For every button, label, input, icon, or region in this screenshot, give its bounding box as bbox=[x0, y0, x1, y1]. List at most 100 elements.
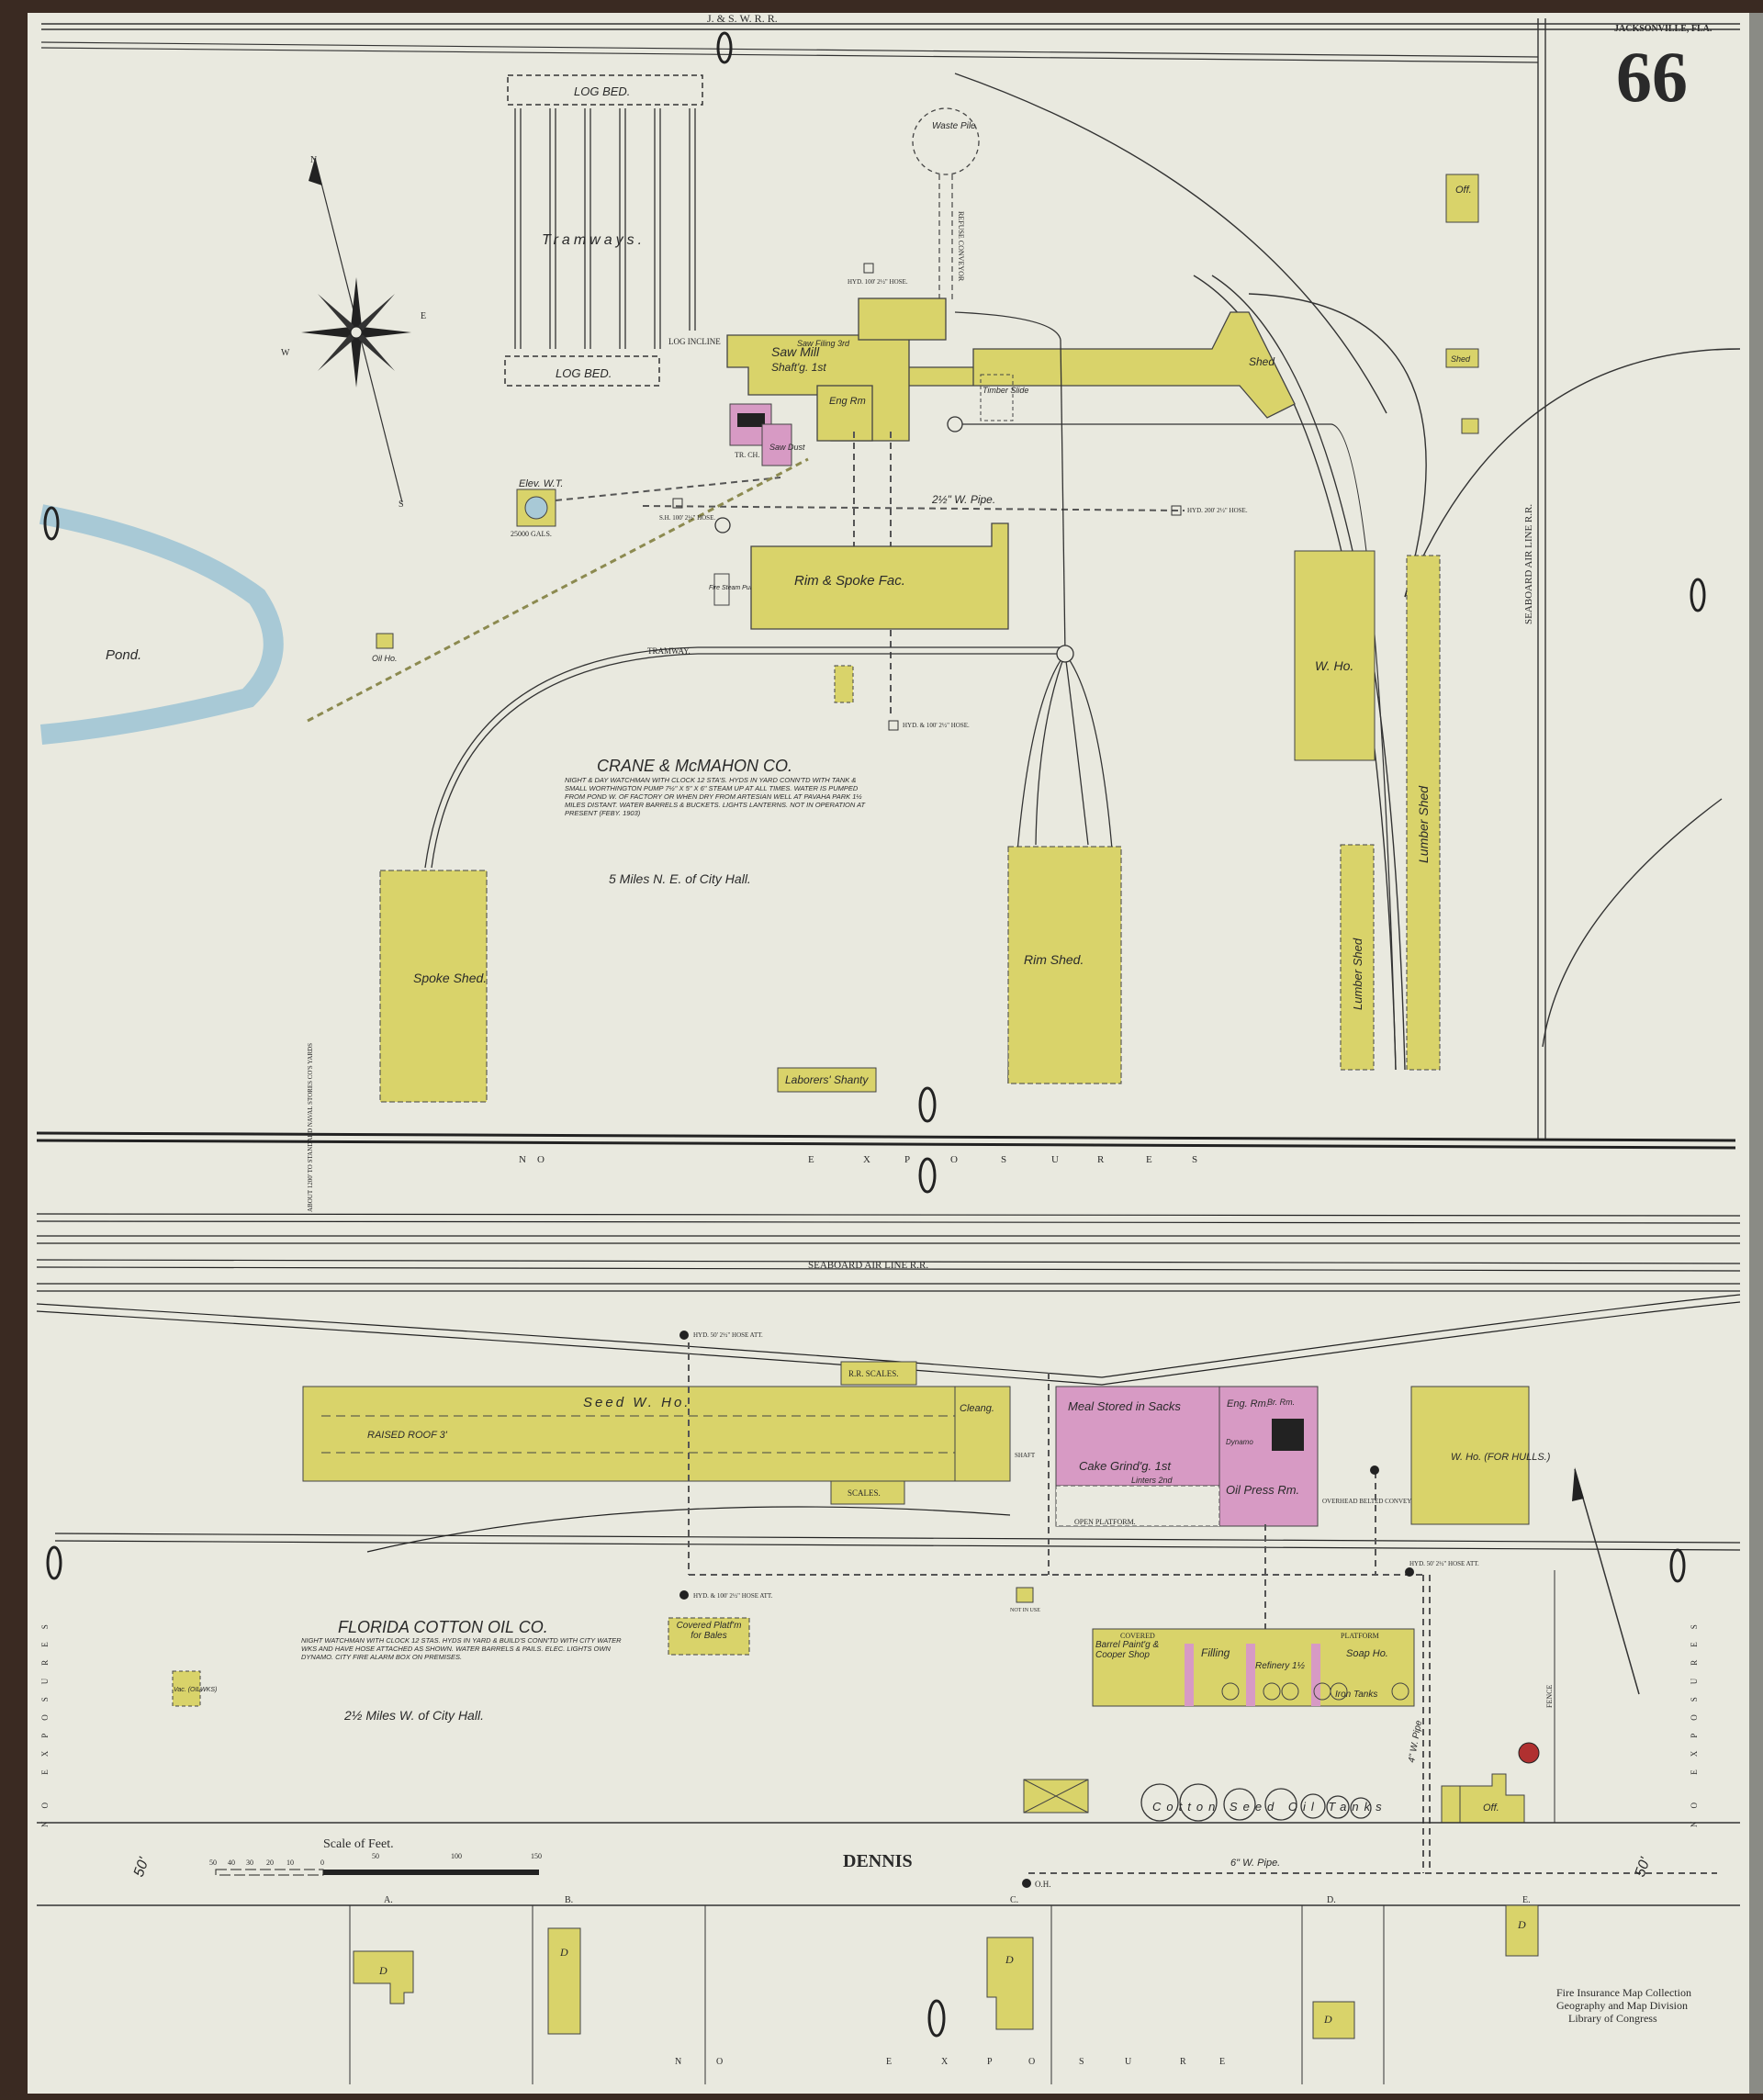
svg-text:D.: D. bbox=[1327, 1895, 1336, 1905]
bale-platform bbox=[668, 1617, 750, 1656]
pond-label: Pond. bbox=[106, 647, 141, 663]
svg-text:E: E bbox=[1219, 2057, 1225, 2067]
oil-press-label: Oil Press Rm. bbox=[1226, 1483, 1299, 1497]
oil-house bbox=[376, 633, 394, 649]
lower-distance: 2½ Miles W. of City Hall. bbox=[343, 1708, 484, 1723]
shed-label: Shed bbox=[1249, 355, 1275, 368]
svg-text:N: N bbox=[310, 155, 317, 165]
boiler bbox=[737, 413, 765, 427]
hydrant-label-4: S.H. 100' 2½" HOSE. bbox=[659, 514, 715, 522]
hydrant bbox=[888, 720, 899, 731]
iron-tanks-label: Iron Tanks bbox=[1335, 1690, 1377, 1700]
hydrant bbox=[672, 498, 683, 509]
svg-text:P: P bbox=[987, 2057, 993, 2067]
not-in-use-shed bbox=[1016, 1587, 1034, 1603]
svg-text:A.: A. bbox=[384, 1895, 393, 1905]
svg-text:U: U bbox=[1051, 1154, 1059, 1165]
refuse-conveyor-label: REFUSE CONVEYOR bbox=[957, 211, 965, 282]
rim-shed-label: Rim Shed. bbox=[1024, 952, 1084, 967]
svg-text:E: E bbox=[808, 1154, 814, 1165]
compass-rose: N E W S bbox=[281, 155, 426, 510]
spoke-shed-label: Spoke Shed. bbox=[413, 971, 487, 985]
cleaning-room bbox=[954, 1386, 1011, 1482]
svg-text:D: D bbox=[1323, 2013, 1332, 2026]
cleaning-label: Cleang. bbox=[960, 1403, 994, 1414]
zero-marker bbox=[1669, 1548, 1686, 1583]
hydrant-label-2: HYD. 200' 2½" HOSE. bbox=[1187, 507, 1248, 514]
warehouse-upper-label: W. Ho. bbox=[1315, 658, 1353, 673]
no-exposure-bottom: N O E X P O S U R E bbox=[675, 2057, 1225, 2067]
railroad-middle-label: SEABOARD AIR LINE R.R. bbox=[808, 1260, 928, 1271]
saw-filing-label: Saw Filing 3rd bbox=[797, 339, 850, 348]
office-building bbox=[1445, 174, 1479, 223]
zero-marker bbox=[1690, 578, 1706, 612]
svg-text:Library of Congress: Library of Congress bbox=[1568, 2012, 1657, 2025]
filling-label: Filling bbox=[1201, 1646, 1230, 1659]
zero-marker bbox=[46, 1545, 62, 1580]
page-edge bbox=[1749, 13, 1763, 2094]
shaft-label: SHAFT bbox=[1015, 1452, 1036, 1459]
small-shed-label: Shed bbox=[1451, 354, 1471, 364]
tank-g-x bbox=[1023, 1779, 1089, 1814]
timber-slide bbox=[980, 374, 1014, 421]
refinery-tanks bbox=[1221, 1682, 1409, 1701]
log-bed-top bbox=[507, 74, 703, 106]
lower-company-name: FLORIDA COTTON OIL CO. bbox=[338, 1618, 548, 1636]
vac-label: Vac. (OILWKS) bbox=[174, 1687, 217, 1693]
br-rm-label: Br. Rm. bbox=[1267, 1398, 1295, 1407]
saw-mill-label: Saw Mill bbox=[771, 344, 820, 359]
svg-text:N: N bbox=[675, 2057, 681, 2067]
refinery-label: Refinery 1½ bbox=[1255, 1661, 1306, 1671]
lot-lines bbox=[349, 1905, 1385, 2084]
open-platform bbox=[1055, 1485, 1220, 1527]
pipe6-label: 6" W. Pipe. bbox=[1230, 1858, 1280, 1869]
upper-company-name: CRANE & McMAHON CO. bbox=[597, 757, 792, 775]
hull-warehouse bbox=[1410, 1386, 1530, 1525]
tr-ch-label: TR. CH. 50' bbox=[735, 451, 770, 459]
lower-notes: NIGHT WATCHMAN WITH CLOCK 12 STAS. HYDS … bbox=[301, 1636, 622, 1661]
svg-text:X: X bbox=[941, 2057, 949, 2067]
hydrant-dot bbox=[1405, 1567, 1414, 1577]
svg-text:S: S bbox=[1079, 2057, 1084, 2067]
refuse-conveyor bbox=[938, 174, 953, 303]
oil-ho-label: Oil Ho. bbox=[372, 654, 398, 663]
svg-text:100: 100 bbox=[451, 1852, 462, 1860]
scale-bar bbox=[216, 1870, 539, 1875]
seed-wh-label: Seed W. Ho. bbox=[583, 1395, 691, 1410]
waste-pile-label: Waste Pile bbox=[932, 121, 976, 131]
no-exposures-east: NO EXPOSURES bbox=[1690, 1611, 1699, 1827]
fire-wall bbox=[1311, 1644, 1320, 1706]
gals-label: 25000 GALS. bbox=[511, 530, 552, 538]
cotton-seed-tanks-label: Cotton Seed Oil Tanks bbox=[1152, 1800, 1387, 1814]
lumber-shed-b-label: Lumber Shed bbox=[1416, 785, 1431, 863]
fire-pump-label: Fire Steam Pump bbox=[709, 585, 759, 591]
hydrant-label-1: HYD. 100' 2½" HOSE. bbox=[848, 278, 908, 286]
hydrant bbox=[863, 263, 874, 274]
raised-roof-label: RAISED ROOF 3' bbox=[367, 1430, 448, 1441]
eng-rm-lower-label: Eng. Rm. bbox=[1227, 1398, 1269, 1409]
upper-distance: 5 Miles N. E. of City Hall. bbox=[609, 871, 751, 886]
svg-text:E: E bbox=[1146, 1154, 1152, 1165]
lower-water-pipes bbox=[688, 1342, 1717, 1874]
north-arrow bbox=[1574, 1468, 1640, 1695]
svg-text:E: E bbox=[421, 311, 426, 321]
tramway-label: TRAMWAY. bbox=[647, 646, 691, 656]
water-pipes bbox=[307, 432, 1185, 723]
svg-text:Geography and Map Division: Geography and Map Division bbox=[1556, 1999, 1688, 2012]
seed-warehouse bbox=[302, 1386, 1011, 1482]
svg-text:R: R bbox=[1097, 1154, 1105, 1165]
laborers-label: Laborers' Shanty bbox=[785, 1073, 869, 1086]
tramways-label: Tramways. bbox=[542, 232, 646, 248]
street-width-left: 50' bbox=[131, 1855, 152, 1879]
hydrant-lower-2: HYD. & 100' 2½" HOSE ATT. bbox=[693, 1592, 773, 1600]
lot-labels: A. B. C. D. E. bbox=[384, 1895, 1531, 1905]
scale-ticks: 50 40 30 20 10 0 50 100 150 bbox=[209, 1852, 542, 1867]
rr-scales-label: R.R. SCALES. bbox=[848, 1369, 899, 1378]
zero-marker bbox=[918, 1086, 937, 1123]
lumber-shed-c-label: Lumber Shed bbox=[1351, 938, 1364, 1010]
waste-pile bbox=[912, 107, 980, 175]
svg-text:50: 50 bbox=[372, 1852, 379, 1860]
saw-dust-label: Saw Dust bbox=[769, 443, 805, 452]
svg-text:X: X bbox=[863, 1154, 870, 1165]
scale-label: Scale of Feet. bbox=[323, 1837, 394, 1851]
